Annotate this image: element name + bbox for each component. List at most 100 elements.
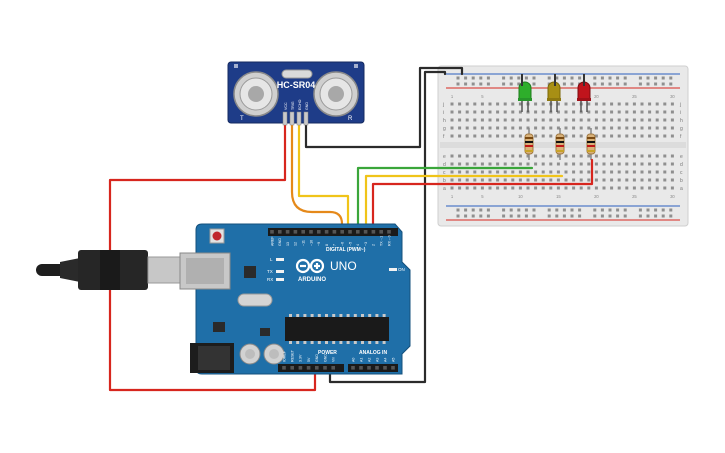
breadboard-hole[interactable] xyxy=(556,162,560,166)
breadboard-hole[interactable] xyxy=(602,134,606,138)
rail-hole[interactable] xyxy=(638,208,642,212)
breadboard-hole[interactable] xyxy=(572,102,576,106)
rail-hole[interactable] xyxy=(646,76,650,80)
breadboard-hole[interactable] xyxy=(541,186,545,190)
rail-hole[interactable] xyxy=(562,82,566,86)
breadboard-hole[interactable] xyxy=(594,154,598,158)
breadboard-hole[interactable] xyxy=(556,186,560,190)
breadboard-hole[interactable] xyxy=(511,118,515,122)
rail-hole[interactable] xyxy=(562,214,566,218)
rail-hole[interactable] xyxy=(532,82,536,86)
breadboard-hole[interactable] xyxy=(534,170,538,174)
breadboard-hole[interactable] xyxy=(663,110,667,114)
breadboard-hole[interactable] xyxy=(610,118,614,122)
breadboard-hole[interactable] xyxy=(625,134,629,138)
breadboard-hole[interactable] xyxy=(541,102,545,106)
breadboard-hole[interactable] xyxy=(488,126,492,130)
breadboard-hole[interactable] xyxy=(518,178,522,182)
breadboard-hole[interactable] xyxy=(526,154,530,158)
breadboard-hole[interactable] xyxy=(526,126,530,130)
breadboard-hole[interactable] xyxy=(670,134,674,138)
header-pin[interactable] xyxy=(356,230,360,234)
rail-hole[interactable] xyxy=(479,82,483,86)
breadboard-hole[interactable] xyxy=(617,154,621,158)
breadboard-hole[interactable] xyxy=(587,110,591,114)
breadboard-hole[interactable] xyxy=(579,162,583,166)
breadboard-hole[interactable] xyxy=(518,154,522,158)
wire-black-gnd-sensor[interactable] xyxy=(304,66,464,149)
breadboard-hole[interactable] xyxy=(617,186,621,190)
rail-hole[interactable] xyxy=(616,76,620,80)
rail-hole[interactable] xyxy=(600,214,604,218)
breadboard-hole[interactable] xyxy=(534,102,538,106)
breadboard-hole[interactable] xyxy=(534,134,538,138)
rail-hole[interactable] xyxy=(517,82,521,86)
breadboard-hole[interactable] xyxy=(587,162,591,166)
rail-hole[interactable] xyxy=(555,76,559,80)
breadboard-hole[interactable] xyxy=(663,170,667,174)
breadboard-hole[interactable] xyxy=(556,154,560,158)
breadboard-hole[interactable] xyxy=(610,170,614,174)
breadboard-hole[interactable] xyxy=(610,134,614,138)
led-green[interactable] xyxy=(518,81,532,112)
rail-hole[interactable] xyxy=(638,82,642,86)
breadboard-hole[interactable] xyxy=(488,118,492,122)
breadboard-hole[interactable] xyxy=(670,102,674,106)
breadboard-hole[interactable] xyxy=(572,110,576,114)
breadboard-hole[interactable] xyxy=(465,126,469,130)
rail-hole[interactable] xyxy=(464,214,468,218)
breadboard-hole[interactable] xyxy=(534,162,538,166)
header-pin[interactable] xyxy=(298,366,303,370)
breadboard-hole[interactable] xyxy=(541,178,545,182)
breadboard-hole[interactable] xyxy=(465,118,469,122)
breadboard-hole[interactable] xyxy=(458,118,462,122)
breadboard-hole[interactable] xyxy=(610,178,614,182)
breadboard-hole[interactable] xyxy=(564,118,568,122)
breadboard-hole[interactable] xyxy=(655,134,659,138)
breadboard-hole[interactable] xyxy=(602,178,606,182)
breadboard-hole[interactable] xyxy=(663,162,667,166)
rail-hole[interactable] xyxy=(593,208,597,212)
breadboard-hole[interactable] xyxy=(617,110,621,114)
breadboard-hole[interactable] xyxy=(503,102,507,106)
breadboard-hole[interactable] xyxy=(655,110,659,114)
breadboard-hole[interactable] xyxy=(480,178,484,182)
rail-hole[interactable] xyxy=(464,82,468,86)
rail-hole[interactable] xyxy=(608,76,612,80)
rail-hole[interactable] xyxy=(669,82,673,86)
rail-hole[interactable] xyxy=(479,76,483,80)
breadboard-hole[interactable] xyxy=(549,126,553,130)
breadboard-hole[interactable] xyxy=(541,170,545,174)
header-pin[interactable] xyxy=(317,230,321,234)
breadboard-hole[interactable] xyxy=(503,162,507,166)
breadboard-hole[interactable] xyxy=(465,102,469,106)
rail-hole[interactable] xyxy=(532,214,536,218)
header-pin[interactable] xyxy=(351,366,355,370)
breadboard-hole[interactable] xyxy=(534,110,538,114)
breadboard-hole[interactable] xyxy=(670,186,674,190)
breadboard-hole[interactable] xyxy=(564,162,568,166)
breadboard-hole[interactable] xyxy=(602,126,606,130)
rail-hole[interactable] xyxy=(502,214,506,218)
breadboard-hole[interactable] xyxy=(617,170,621,174)
breadboard-hole[interactable] xyxy=(518,170,522,174)
breadboard-hole[interactable] xyxy=(458,170,462,174)
rail-hole[interactable] xyxy=(464,76,468,80)
breadboard-hole[interactable] xyxy=(480,102,484,106)
breadboard-hole[interactable] xyxy=(572,134,576,138)
header-pin[interactable] xyxy=(363,230,368,234)
rail-hole[interactable] xyxy=(654,82,658,86)
breadboard-hole[interactable] xyxy=(632,134,636,138)
rail-hole[interactable] xyxy=(600,208,604,212)
breadboard-hole[interactable] xyxy=(655,102,659,106)
breadboard-hole[interactable] xyxy=(655,162,659,166)
breadboard-hole[interactable] xyxy=(632,178,636,182)
rail-hole[interactable] xyxy=(661,82,665,86)
header-pin[interactable] xyxy=(278,230,282,234)
breadboard-hole[interactable] xyxy=(511,170,515,174)
breadboard-hole[interactable] xyxy=(564,110,568,114)
breadboard-hole[interactable] xyxy=(534,178,538,182)
breadboard-hole[interactable] xyxy=(488,154,492,158)
